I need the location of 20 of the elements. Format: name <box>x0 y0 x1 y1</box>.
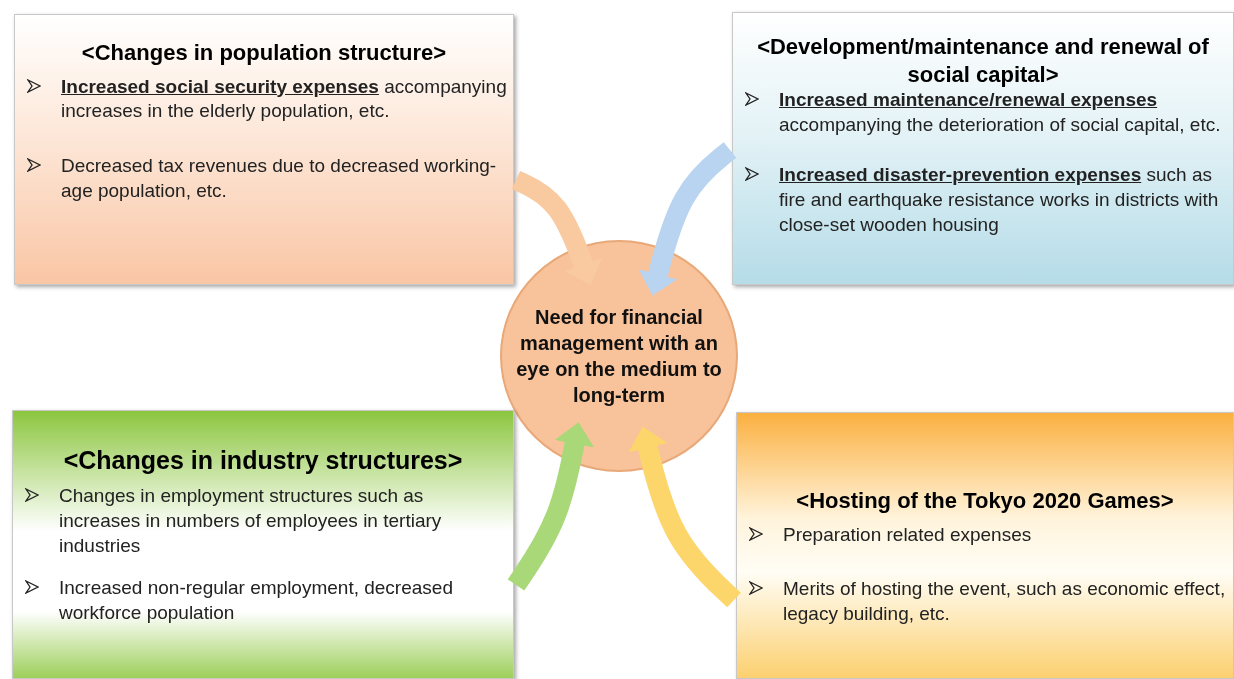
panel-heading: <Changes in population structure> <box>80 39 448 67</box>
bullet-text: Preparation related expenses <box>783 522 1032 547</box>
bullet-text: Decreased tax revenues due to decreased working-age population, etc. <box>61 153 498 203</box>
bullet-text: Increased non-regular employment, decreased workforce population <box>59 576 454 625</box>
info-panel <box>736 412 1234 679</box>
info-panel <box>12 410 514 679</box>
bullet-text: Merits of hosting the event, such as economic effect, legacy building, etc. <box>783 577 1227 626</box>
bullet-text: Changes in employment structures such as increases in numbers of employees in tertiary industries <box>59 484 443 558</box>
curved-arrow <box>507 422 595 591</box>
bullet-text: Increased social security expenses accompanying increases in the elderly population, etc. <box>61 74 507 124</box>
curved-arrow <box>628 426 741 608</box>
bullet-text: Increased disaster-prevention expenses such as fire and earthquake resistance works in districts with close-set wooden housing <box>779 163 1220 237</box>
panel-heading: <Development/maintenance and renewal of social capital> <box>756 33 1210 88</box>
info-panel <box>14 14 514 285</box>
panel-heading: <Changes in industry structures> <box>62 445 464 476</box>
bullet-text: Increased maintenance/renewal expenses accompanying the deterioration of social capital, etc. <box>779 88 1222 137</box>
panel-heading: <Hosting of the Tokyo 2020 Games> <box>795 487 1175 515</box>
curved-arrow <box>638 142 737 296</box>
circle-text: Need for financial management with an eye on the medium to long-term <box>515 305 723 408</box>
info-panel <box>732 12 1234 285</box>
